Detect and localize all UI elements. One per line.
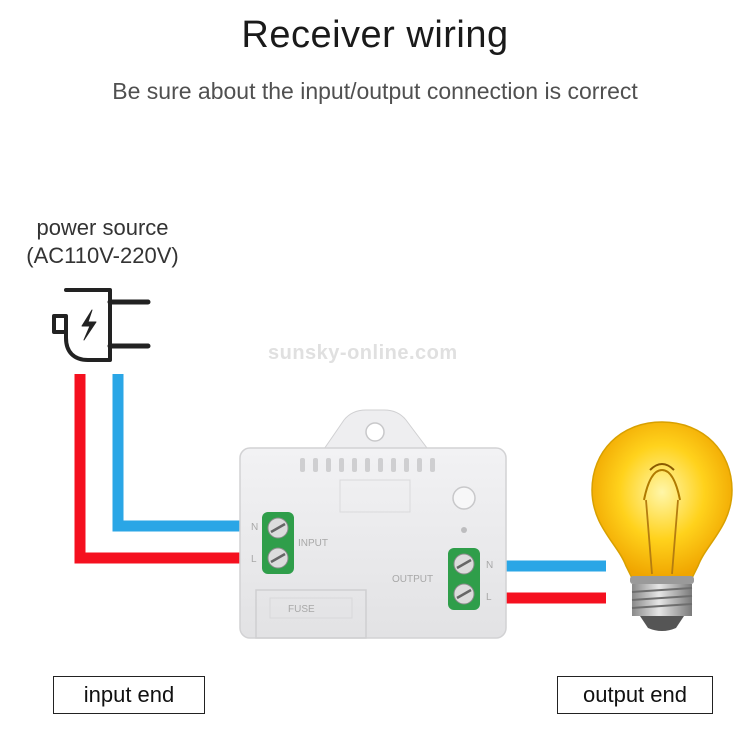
input-neutral-wire: [112, 374, 258, 532]
input-end-label: input end: [53, 676, 205, 714]
watermark: sunsky-online.com: [268, 342, 458, 364]
output-terminal-l-label: L: [486, 592, 492, 603]
vent-slots: [300, 458, 435, 472]
input-terminal-screws: [267, 517, 289, 569]
input-live-wire: [74, 374, 258, 564]
input-terminal-l-label: L: [251, 554, 257, 565]
fuse-label: FUSE: [288, 604, 315, 615]
power-source-text: power source: [36, 215, 169, 240]
output-terminal-n-label: N: [486, 560, 493, 571]
output-wires: [490, 560, 606, 604]
page-subtitle: Be sure about the input/output connectio…: [112, 78, 638, 104]
indicator-led: [461, 527, 467, 533]
label-recess: [339, 479, 411, 513]
light-bulb-icon: [591, 421, 733, 631]
power-source-voltage: (AC110V-220V): [26, 243, 179, 268]
output-end-label: output end: [557, 676, 713, 714]
learn-button: [452, 486, 476, 510]
page-title: Receiver wiring: [241, 14, 509, 56]
input-label: INPUT: [298, 538, 328, 549]
output-label: OUTPUT: [392, 574, 433, 585]
receiver-module: N L INPUT N L OUTPUT FUSE: [239, 409, 507, 639]
plug-icon: [52, 288, 151, 362]
power-source-label: power source (AC110V-220V): [0, 214, 205, 270]
output-terminal-screws: [453, 553, 475, 605]
input-wires: [74, 374, 258, 564]
input-terminal-n-label: N: [251, 522, 258, 533]
fuse-cover: [255, 589, 367, 639]
